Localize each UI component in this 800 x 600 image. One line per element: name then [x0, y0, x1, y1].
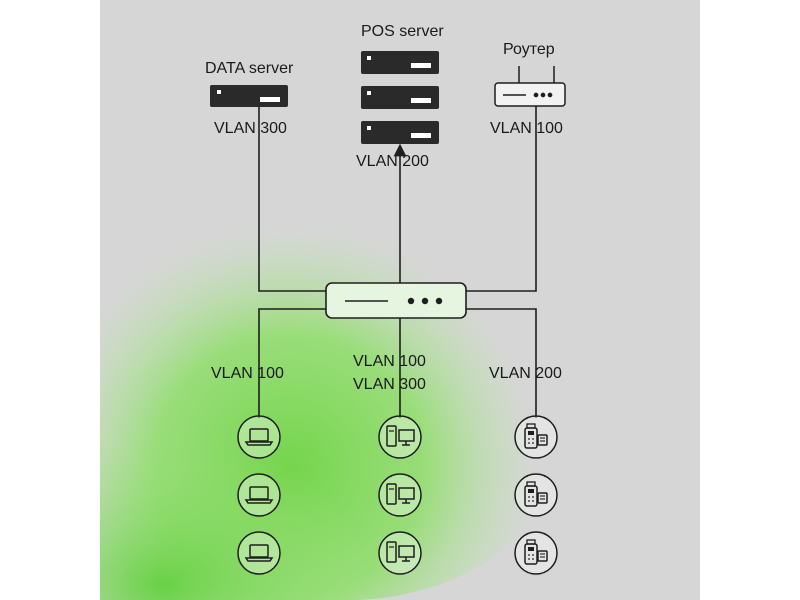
- data-server-icon: [210, 85, 288, 107]
- vlan-router: VLAN 100: [490, 120, 563, 137]
- pos-server-label: POS server: [361, 23, 444, 40]
- link-router: [466, 106, 537, 292]
- vlan-data-server: VLAN 300: [214, 120, 287, 137]
- vlan-pos-server: VLAN 200: [356, 153, 429, 170]
- vlan-pcs-300: VLAN 300: [353, 376, 426, 393]
- connections: [258, 106, 537, 418]
- router-label: Роутер: [503, 41, 555, 58]
- desktop-pc-icon: [378, 415, 422, 459]
- pos-terminal-icon: [514, 473, 558, 517]
- router-icon: [494, 66, 566, 107]
- desktop-pc-icon: [378, 473, 422, 517]
- diagram-canvas: [100, 0, 700, 600]
- network-diagram: DATA server POS server Роутер VLAN 300 V…: [100, 0, 700, 600]
- pos-terminal-icon: [514, 415, 558, 459]
- laptop-icon: [237, 473, 281, 517]
- desktop-pc-icon: [378, 531, 422, 575]
- link-data-server: [258, 106, 326, 292]
- link-laptops: [258, 308, 326, 418]
- vlan-laptops: VLAN 100: [211, 365, 284, 382]
- pos-server-icon: [361, 51, 439, 144]
- laptop-icon: [237, 415, 281, 459]
- link-pos-terminals: [466, 308, 537, 418]
- switch-icon: [325, 282, 467, 319]
- vlan-pos-terminals: VLAN 200: [489, 365, 562, 382]
- laptop-icon: [237, 531, 281, 575]
- pos-terminal-icon: [514, 531, 558, 575]
- laptops-column: [237, 415, 281, 575]
- pos-terminals-column: [514, 415, 558, 575]
- vlan-pcs-100: VLAN 100: [353, 353, 426, 370]
- pcs-column: [378, 415, 422, 575]
- data-server-label: DATA server: [205, 60, 294, 77]
